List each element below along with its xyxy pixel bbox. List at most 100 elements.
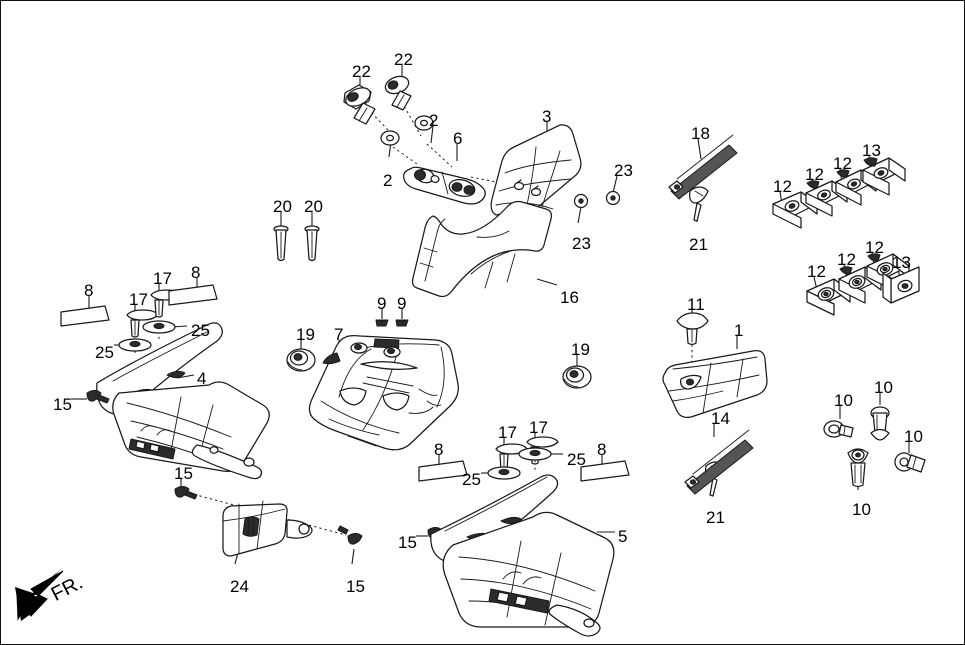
callout-number-14: 14 <box>711 409 730 428</box>
callout-number-10: 10 <box>834 391 853 410</box>
callout-number-2: 2 <box>383 171 393 190</box>
callout-number-8: 8 <box>434 440 444 459</box>
part-25-washer-rubber-3 <box>487 466 521 480</box>
callout-number-15: 15 <box>346 577 365 596</box>
callout-number-16: 16 <box>560 288 579 307</box>
part-6-mirror-mount-bracket <box>403 166 486 205</box>
part-20-rivet-pin-left <box>273 225 289 262</box>
part-10-bolt-flange-d <box>847 448 869 488</box>
part-19-grommet-right <box>562 365 592 389</box>
part-8-foam-pad-3 <box>418 460 468 482</box>
part-10-bolt-flange-c <box>894 452 926 473</box>
callout-number-9: 9 <box>377 294 387 313</box>
callout-number-24: 24 <box>230 577 249 596</box>
part-19-grommet-left <box>286 348 316 372</box>
part-15-screw-tapping-1 <box>86 390 110 404</box>
part-11-push-rivet-center <box>676 312 709 346</box>
part-17-screw-trim-1 <box>126 309 159 338</box>
callout-number-7: 7 <box>334 325 344 344</box>
part-10-bolt-flange-b <box>870 406 890 441</box>
callout-number-17: 17 <box>153 269 172 288</box>
callout-number-20: 20 <box>273 197 292 216</box>
callout-number-13: 13 <box>862 141 881 160</box>
part-13-clip-nut-large-2 <box>882 266 920 304</box>
part-2-washer-right <box>414 115 434 131</box>
part-14-rubber-strip-long-lower <box>684 429 754 495</box>
part-15-screw-tapping-3 <box>337 525 363 545</box>
part-20-rivet-pin-right <box>304 225 320 262</box>
callout-number-15: 15 <box>53 395 72 414</box>
part-16-windscreen-lower-trim <box>411 200 553 298</box>
callout-number-21: 21 <box>689 235 708 254</box>
leader-line-23 <box>577 206 582 224</box>
callout-number-19: 19 <box>571 340 590 359</box>
callout-number-15: 15 <box>174 464 193 483</box>
callout-number-8: 8 <box>84 281 94 300</box>
part-10-bolt-flange-a <box>823 420 854 438</box>
callout-number-10: 10 <box>874 378 893 397</box>
part-4-inner-panel-left <box>96 322 270 480</box>
callout-number-9: 9 <box>397 294 407 313</box>
callout-number-4: 4 <box>197 369 207 388</box>
callout-number-11: 11 <box>687 295 705 314</box>
part-22-bolt-flange-upper-right <box>384 75 412 111</box>
callout-number-22: 22 <box>352 62 371 81</box>
callout-number-8: 8 <box>191 263 201 282</box>
part-25-washer-rubber-1 <box>142 320 176 334</box>
callout-number-17: 17 <box>498 423 517 442</box>
callout-number-12: 12 <box>833 154 852 173</box>
callout-number-2: 2 <box>429 111 439 130</box>
part-3-headlight-side-cover <box>490 124 582 216</box>
callout-number-22: 22 <box>394 50 413 69</box>
part-23-grommet-small-right <box>605 190 621 206</box>
front-direction-arrow <box>15 569 64 621</box>
callout-number-12: 12 <box>773 177 792 196</box>
callout-number-10: 10 <box>852 500 871 519</box>
part-15-screw-tapping-2 <box>174 486 198 500</box>
callout-number-1: 1 <box>734 321 744 340</box>
part-23-grommet-small-left <box>573 193 589 209</box>
part-25-washer-rubber-2 <box>118 338 152 352</box>
callout-number-21: 21 <box>706 508 725 527</box>
part-21-push-rivet-upper <box>689 186 709 222</box>
callout-number-12: 12 <box>805 165 824 184</box>
callout-number-15: 15 <box>398 533 417 552</box>
part-9-clip-small-1 <box>375 319 389 327</box>
part-9-clip-small-2 <box>395 319 409 327</box>
callout-number-17: 17 <box>529 418 548 437</box>
part-8-foam-pad-1 <box>60 305 110 327</box>
callout-number-25: 25 <box>191 321 210 340</box>
callout-number-23: 23 <box>572 234 591 253</box>
leader-line-18 <box>697 138 702 160</box>
part-2-washer-left <box>380 130 400 146</box>
leader-line-2 <box>430 125 434 144</box>
part-25-washer-rubber-4 <box>518 447 552 461</box>
part-5-side-fairing-right <box>430 474 615 637</box>
callout-number-25: 25 <box>462 470 481 489</box>
callout-number-10: 10 <box>904 427 923 446</box>
part-24-duct-inner <box>222 500 313 557</box>
callout-leader-lines <box>71 65 910 565</box>
part-22-bolt-flange-upper-left <box>343 84 376 125</box>
part-8-foam-pad-4 <box>580 460 630 482</box>
part-8-foam-pad-2 <box>168 284 218 306</box>
callout-number-12: 12 <box>837 250 856 269</box>
callout-number-8: 8 <box>597 440 607 459</box>
leader-line-23 <box>612 175 618 194</box>
callout-number-19: 19 <box>296 325 315 344</box>
leader-line-16 <box>536 278 558 286</box>
part-13-clip-nut-large-1 <box>862 157 906 196</box>
callout-number-3: 3 <box>542 107 552 126</box>
leader-line-15 <box>351 548 355 565</box>
callout-number-18: 18 <box>691 124 710 143</box>
callout-number-23: 23 <box>614 161 633 180</box>
part-1-top-center-cover <box>662 350 768 418</box>
callout-number-25: 25 <box>95 343 114 362</box>
part-18-rubber-strip-long-upper <box>668 134 738 200</box>
part-7-upper-center-cover <box>308 335 459 451</box>
callout-number-5: 5 <box>618 527 628 546</box>
callout-number-12: 12 <box>865 238 884 257</box>
callout-number-12: 12 <box>807 262 826 281</box>
